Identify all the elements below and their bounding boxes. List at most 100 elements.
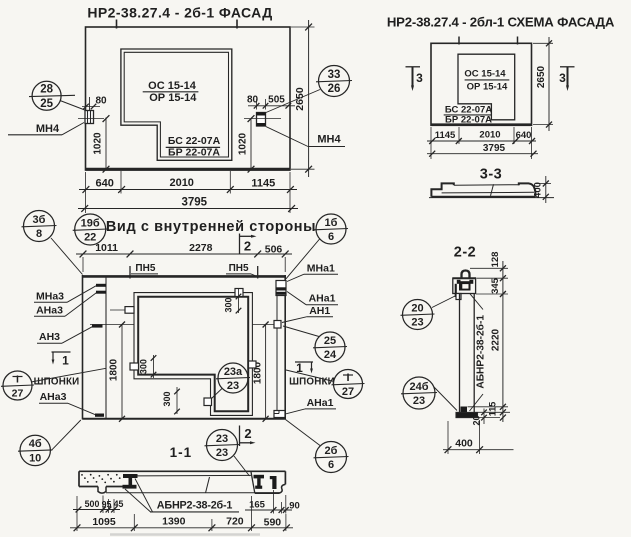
svg-text:3: 3 bbox=[416, 71, 423, 85]
svg-text:128: 128 bbox=[490, 252, 501, 268]
svg-text:МНа3: МНа3 bbox=[36, 291, 64, 303]
svg-text:3795: 3795 bbox=[182, 197, 208, 209]
svg-text:1095: 1095 bbox=[92, 516, 116, 528]
svg-text:2б: 2б bbox=[325, 445, 338, 457]
svg-text:АБНР2-38-2б-1: АБНР2-38-2б-1 bbox=[157, 500, 233, 512]
svg-text:БР 22-07А: БР 22-07А bbox=[445, 115, 492, 126]
svg-text:АНа1: АНа1 bbox=[307, 397, 334, 409]
svg-text:1: 1 bbox=[296, 361, 303, 375]
svg-text:23: 23 bbox=[413, 395, 425, 407]
svg-text:23а: 23а bbox=[224, 366, 243, 378]
svg-text:Вид с внутренней стороны: Вид с внутренней стороны bbox=[106, 219, 316, 235]
svg-text:ШПОНКИ: ШПОНКИ bbox=[34, 376, 80, 387]
svg-text:28: 28 bbox=[40, 84, 53, 96]
svg-text:165: 165 bbox=[249, 500, 266, 511]
svg-text:720: 720 bbox=[226, 516, 244, 528]
svg-text:90: 90 bbox=[289, 501, 300, 512]
svg-text:640: 640 bbox=[516, 130, 532, 141]
svg-text:1020: 1020 bbox=[93, 132, 104, 155]
svg-text:1020: 1020 bbox=[238, 132, 249, 155]
svg-text:27: 27 bbox=[12, 388, 24, 400]
svg-text:23: 23 bbox=[227, 380, 239, 392]
svg-text:506: 506 bbox=[265, 244, 283, 256]
svg-text:23: 23 bbox=[216, 433, 228, 445]
svg-text:300: 300 bbox=[139, 359, 149, 374]
svg-text:НР2-38.27.4 - 2б-1 ФАСАД: НР2-38.27.4 - 2б-1 ФАСАД bbox=[87, 5, 272, 21]
svg-text:АБНР2-38-2б-1: АБНР2-38-2б-1 bbox=[475, 315, 487, 389]
svg-text:300: 300 bbox=[162, 391, 172, 406]
svg-text:1800: 1800 bbox=[253, 361, 264, 384]
svg-text:1-1: 1-1 bbox=[170, 445, 193, 460]
svg-text:ОР 15-14: ОР 15-14 bbox=[467, 82, 508, 93]
svg-text:80: 80 bbox=[247, 95, 259, 106]
svg-text:22: 22 bbox=[84, 232, 96, 244]
svg-text:АН1: АН1 bbox=[309, 305, 330, 317]
svg-text:2650: 2650 bbox=[294, 87, 306, 111]
svg-text:8: 8 bbox=[36, 228, 42, 240]
svg-text:3: 3 bbox=[559, 71, 566, 85]
svg-text:640: 640 bbox=[96, 177, 114, 189]
svg-text:2010: 2010 bbox=[169, 177, 193, 189]
svg-text:505: 505 bbox=[268, 95, 285, 106]
svg-text:23: 23 bbox=[411, 317, 423, 329]
svg-text:2220: 2220 bbox=[491, 328, 502, 351]
svg-text:345: 345 bbox=[490, 277, 501, 294]
svg-text:АНа3: АНа3 bbox=[36, 305, 63, 317]
svg-text:6: 6 bbox=[328, 459, 334, 471]
svg-text:10: 10 bbox=[29, 453, 41, 465]
svg-text:ПН5: ПН5 bbox=[229, 263, 249, 274]
svg-text:1800: 1800 bbox=[109, 358, 120, 381]
svg-text:26: 26 bbox=[328, 83, 341, 95]
svg-text:25: 25 bbox=[324, 335, 336, 347]
svg-text:23: 23 bbox=[216, 447, 228, 459]
svg-text:I: I bbox=[346, 372, 349, 384]
svg-text:2010: 2010 bbox=[479, 130, 500, 141]
svg-text:2: 2 bbox=[244, 239, 251, 254]
svg-text:20: 20 bbox=[411, 302, 423, 314]
svg-text:24: 24 bbox=[324, 349, 337, 361]
svg-text:БС 22-07А: БС 22-07А bbox=[445, 105, 493, 116]
svg-text:400: 400 bbox=[455, 438, 473, 450]
svg-text:ОР 15-14: ОР 15-14 bbox=[149, 92, 197, 104]
svg-text:ОС 15-14: ОС 15-14 bbox=[464, 69, 506, 80]
svg-text:3б: 3б bbox=[33, 214, 46, 226]
svg-text:1145: 1145 bbox=[435, 130, 456, 141]
svg-text:БС 22-07А: БС 22-07А bbox=[168, 135, 221, 147]
svg-text:БР 22-07А: БР 22-07А bbox=[168, 147, 220, 159]
svg-text:25: 25 bbox=[40, 98, 53, 110]
svg-text:ПН5: ПН5 bbox=[135, 263, 155, 274]
svg-text:АН3: АН3 bbox=[39, 331, 60, 343]
svg-text:2278: 2278 bbox=[189, 242, 213, 254]
svg-text:АНа3: АНа3 bbox=[40, 391, 67, 403]
svg-text:33: 33 bbox=[328, 69, 341, 81]
svg-text:80: 80 bbox=[95, 96, 107, 107]
svg-text:95: 95 bbox=[102, 499, 112, 509]
svg-text:24б: 24б bbox=[409, 381, 428, 393]
svg-text:400: 400 bbox=[533, 182, 544, 198]
svg-text:I: I bbox=[16, 373, 19, 385]
svg-text:АНа1: АНа1 bbox=[309, 293, 336, 305]
svg-text:6: 6 bbox=[328, 231, 334, 243]
svg-text:1011: 1011 bbox=[95, 242, 118, 254]
svg-text:3-3: 3-3 bbox=[480, 167, 502, 183]
svg-text:МН4: МН4 bbox=[36, 123, 60, 135]
svg-text:4б: 4б bbox=[29, 438, 42, 450]
svg-text:МН4: МН4 bbox=[317, 134, 341, 146]
svg-text:2-2: 2-2 bbox=[454, 245, 476, 261]
svg-text:1390: 1390 bbox=[162, 516, 186, 528]
svg-text:1б: 1б bbox=[325, 217, 338, 229]
svg-text:20: 20 bbox=[472, 415, 482, 425]
svg-text:МНа1: МНа1 bbox=[307, 263, 335, 275]
svg-text:300: 300 bbox=[224, 297, 234, 312]
svg-text:27: 27 bbox=[342, 386, 354, 398]
svg-text:ШПОНКИ: ШПОНКИ bbox=[289, 376, 335, 387]
svg-text:2650: 2650 bbox=[536, 65, 547, 88]
svg-text:45: 45 bbox=[114, 499, 124, 509]
svg-text:590: 590 bbox=[264, 516, 282, 528]
svg-text:2: 2 bbox=[244, 426, 251, 441]
svg-text:1145: 1145 bbox=[251, 177, 275, 189]
svg-text:19б: 19б bbox=[81, 217, 100, 229]
svg-text:500: 500 bbox=[85, 499, 100, 509]
svg-text:115: 115 bbox=[488, 402, 498, 417]
svg-text:НР2-38.27.4 - 2бл-1 СХЕМА ФАСА: НР2-38.27.4 - 2бл-1 СХЕМА ФАСАДА bbox=[387, 15, 615, 30]
